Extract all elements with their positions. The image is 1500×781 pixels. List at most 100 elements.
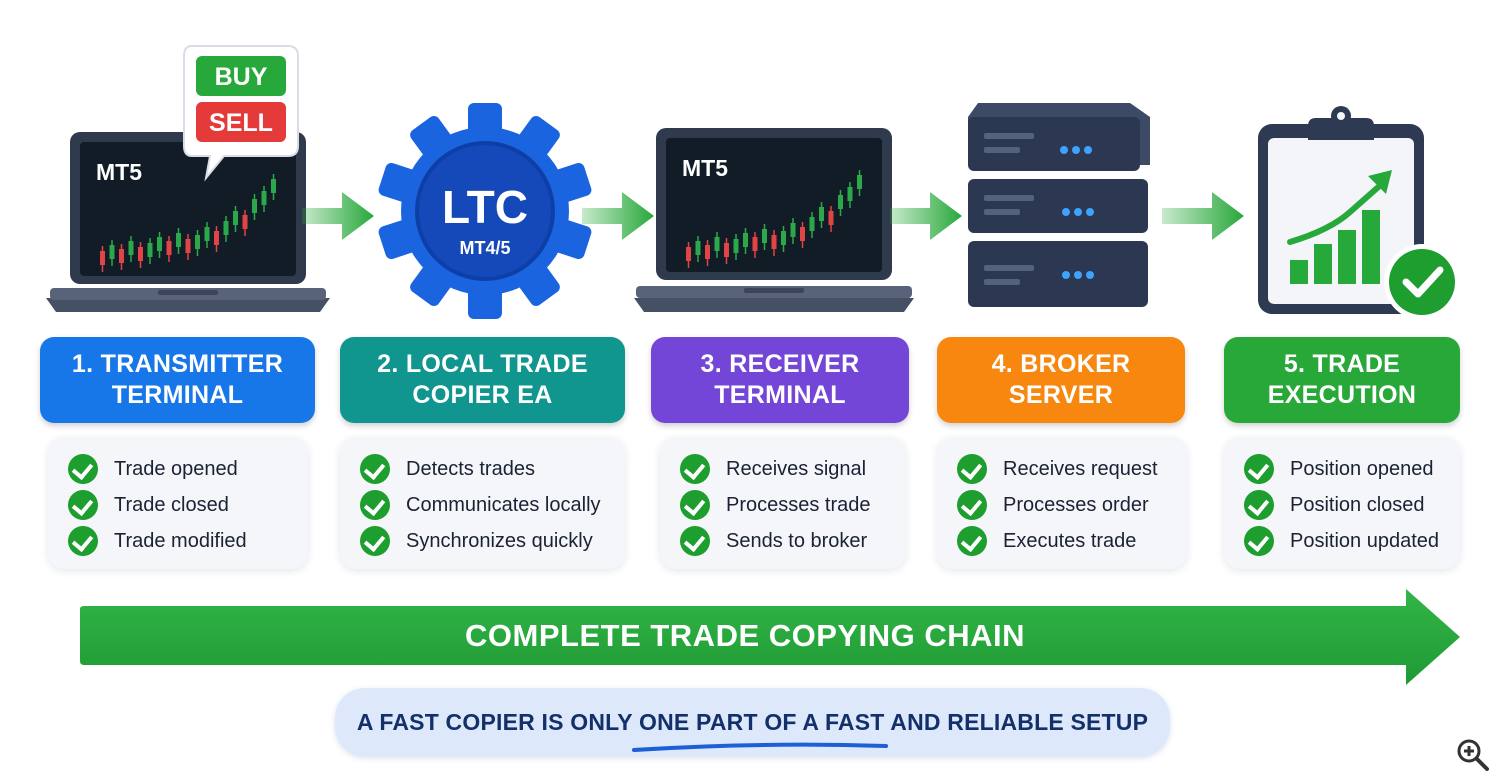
candle-body — [819, 207, 824, 221]
step-title-line2: TERMINAL — [111, 381, 244, 409]
broker-server-icon — [968, 103, 1150, 307]
magnifier-plus-icon[interactable] — [1456, 738, 1490, 772]
candle-body — [762, 229, 767, 243]
candle-body — [695, 241, 701, 255]
list-item: Executes trade — [957, 523, 1187, 559]
buy-sell-bubble-icon: BUY SELL — [183, 45, 299, 182]
candle-body — [781, 231, 786, 245]
list-item: Trade modified — [68, 523, 308, 559]
candle-body — [771, 235, 777, 249]
flow-arrow-icon-1 — [302, 192, 374, 240]
candle-body — [233, 211, 238, 225]
step-title-line1: 5. TRADE — [1283, 350, 1401, 378]
chain-arrow-icon — [80, 589, 1460, 685]
candle-body — [743, 233, 748, 247]
check-circle-icon — [957, 454, 987, 484]
candle-body — [838, 195, 843, 209]
check-circle-icon — [680, 526, 710, 556]
check-circle-icon — [360, 490, 390, 520]
candle-body — [185, 239, 191, 253]
check-circle-icon — [1244, 454, 1274, 484]
ltc-gear-icon: LTC MT4/5 — [378, 103, 592, 319]
check-circle-icon — [680, 490, 710, 520]
step-header-2: 2. LOCAL TRADE COPIER EA — [340, 337, 625, 423]
list-item: Sends to broker — [680, 523, 906, 559]
step-header-1: 1. TRANSMITTER TERMINAL — [40, 337, 315, 423]
check-circle-icon — [1244, 490, 1274, 520]
transmitter-screen-label: MT5 — [96, 159, 142, 185]
gear-sub-label: MT4/5 — [459, 238, 510, 258]
chain-label: COMPLETE TRADE COPYING CHAIN — [465, 618, 1025, 653]
candle-body — [714, 237, 720, 251]
step-title-line2: TERMINAL — [714, 381, 846, 409]
receiver-laptop-icon: MT5 — [634, 128, 914, 312]
check-circle-icon — [1244, 526, 1274, 556]
candle-body — [261, 191, 267, 205]
list-item: Position closed — [1244, 487, 1460, 523]
candle-body — [705, 245, 710, 259]
step-header-3: 3. RECEIVER TERMINAL — [651, 337, 909, 423]
candle-body — [790, 223, 796, 237]
step-checklist-3: Receives signal Processes trade Sends to… — [660, 437, 906, 569]
list-item: Receives request — [957, 451, 1187, 487]
transmitter-laptop-icon: MT5 — [46, 132, 330, 312]
candle-body — [166, 241, 172, 255]
list-item: Synchronizes quickly — [360, 523, 625, 559]
candle-body — [223, 221, 229, 235]
candle-body — [100, 251, 105, 265]
step-title-line1: 1. TRANSMITTER — [71, 350, 284, 378]
check-circle-icon — [360, 454, 390, 484]
candle-body — [147, 243, 153, 257]
candle-body — [724, 243, 729, 257]
step-title-line2: EXECUTION — [1267, 381, 1417, 409]
step-checklist-5: Position opened Position closed Position… — [1224, 437, 1460, 569]
candle-body — [195, 235, 200, 249]
flow-arrow-icon-4 — [1162, 192, 1244, 240]
list-item: Processes order — [957, 487, 1187, 523]
candle-body — [109, 245, 115, 259]
candle-body — [686, 247, 691, 261]
step-header-5: 5. TRADE EXECUTION — [1224, 337, 1460, 423]
candle-body — [733, 239, 739, 253]
list-item: Communicates locally — [360, 487, 625, 523]
step-title-line1: 3. RECEIVER — [700, 350, 860, 378]
check-circle-icon — [957, 490, 987, 520]
step-title-line2: COPIER EA — [412, 381, 553, 409]
underline-swoosh-icon — [632, 742, 888, 752]
check-circle-icon — [680, 454, 710, 484]
candle-body — [214, 231, 219, 245]
check-circle-icon — [957, 526, 987, 556]
sell-label: SELL — [209, 109, 273, 137]
list-item: Position opened — [1244, 451, 1460, 487]
step-title-line1: 4. BROKER — [991, 350, 1131, 378]
candle-body — [252, 199, 257, 213]
trade-execution-clipboard-icon — [1258, 106, 1460, 320]
list-item: Trade closed — [68, 487, 308, 523]
candle-body — [271, 179, 276, 193]
candle-body — [809, 217, 815, 231]
check-circle-icon — [68, 490, 98, 520]
candle-body — [128, 241, 134, 255]
candle-body — [828, 211, 834, 225]
step-checklist-4: Receives request Processes order Execute… — [937, 437, 1187, 569]
check-circle-icon — [68, 526, 98, 556]
receiver-screen-label: MT5 — [682, 155, 728, 181]
candle-body — [847, 187, 853, 201]
candle-body — [157, 237, 162, 251]
list-item: Detects trades — [360, 451, 625, 487]
candle-body — [752, 237, 758, 251]
step-title-line2: SERVER — [1008, 381, 1114, 409]
candle-body — [176, 233, 181, 247]
check-circle-icon — [68, 454, 98, 484]
buy-label: BUY — [215, 63, 268, 91]
list-item: Receives signal — [680, 451, 906, 487]
list-item: Processes trade — [680, 487, 906, 523]
step-header-4: 4. BROKER SERVER — [937, 337, 1185, 423]
step-checklist-1: Trade opened Trade closed Trade modified — [48, 437, 308, 569]
candle-body — [242, 215, 248, 229]
list-item: Trade opened — [68, 451, 308, 487]
flow-arrow-icon-3 — [890, 192, 962, 240]
candle-body — [857, 175, 862, 189]
check-circle-icon — [360, 526, 390, 556]
candle-body — [119, 249, 124, 263]
